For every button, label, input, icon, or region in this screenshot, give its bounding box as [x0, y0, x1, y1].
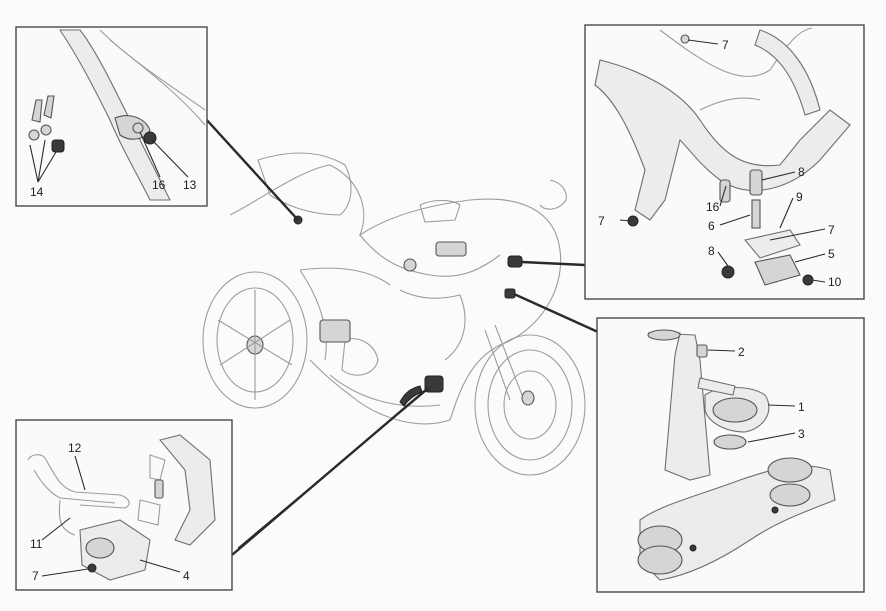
- callout-10: 10: [828, 275, 842, 289]
- nut-10: [802, 274, 814, 286]
- callout-16-right: 16: [706, 200, 720, 214]
- callout-4: 4: [183, 569, 190, 583]
- screw-6: [751, 199, 761, 229]
- callout-9: 9: [796, 190, 803, 204]
- callout-7-left: 7: [598, 214, 605, 228]
- panel-bottom-left: 12 11 7 4: [15, 419, 233, 591]
- callout-7-bottom: 7: [32, 569, 39, 583]
- callout-11: 11: [30, 537, 43, 551]
- screw-2: [696, 344, 708, 358]
- frame-bracket: [58, 29, 171, 201]
- horn-mount-5: [754, 254, 801, 286]
- panel-top-right: 7 8 9 16 6 7 7 8 5 10: [584, 24, 865, 300]
- callout-12: 12: [68, 441, 82, 455]
- wiring-harness-12: [27, 454, 130, 509]
- callout-8-bottom: 8: [708, 244, 715, 258]
- nut-7-bottom: [87, 563, 97, 573]
- callout-8-top: 8: [798, 165, 805, 179]
- panel-top-left: 14 16 13: [15, 26, 208, 207]
- rear-wheel: [202, 271, 308, 409]
- steering-tube: [647, 332, 711, 481]
- headlight-bracket: [594, 59, 851, 221]
- callout-1: 1: [798, 400, 805, 414]
- grommet-14: [51, 139, 65, 153]
- panel-bottom-right: 2 1 3: [596, 317, 865, 593]
- tail-section: [257, 152, 352, 216]
- front-wheel: [474, 334, 586, 476]
- connector-lines: [204, 117, 599, 556]
- callout-14: 14: [30, 185, 44, 199]
- side-bracket: [159, 434, 216, 546]
- callout-7-top: 7: [722, 38, 729, 52]
- nut-8: [721, 265, 735, 279]
- callout-6: 6: [708, 219, 715, 233]
- callout-7-right: 7: [828, 223, 835, 237]
- callout-13: 13: [183, 178, 197, 192]
- callout-3: 3: [798, 427, 805, 441]
- horn-assembly-4: [79, 519, 151, 581]
- motorcycle-outline: [202, 152, 586, 476]
- spacer-3: [713, 434, 747, 450]
- callout-5: 5: [828, 247, 835, 261]
- callout-2: 2: [738, 345, 745, 359]
- horn-bracket: [697, 377, 736, 396]
- stud-8: [749, 169, 763, 196]
- callout-16: 16: [152, 178, 166, 192]
